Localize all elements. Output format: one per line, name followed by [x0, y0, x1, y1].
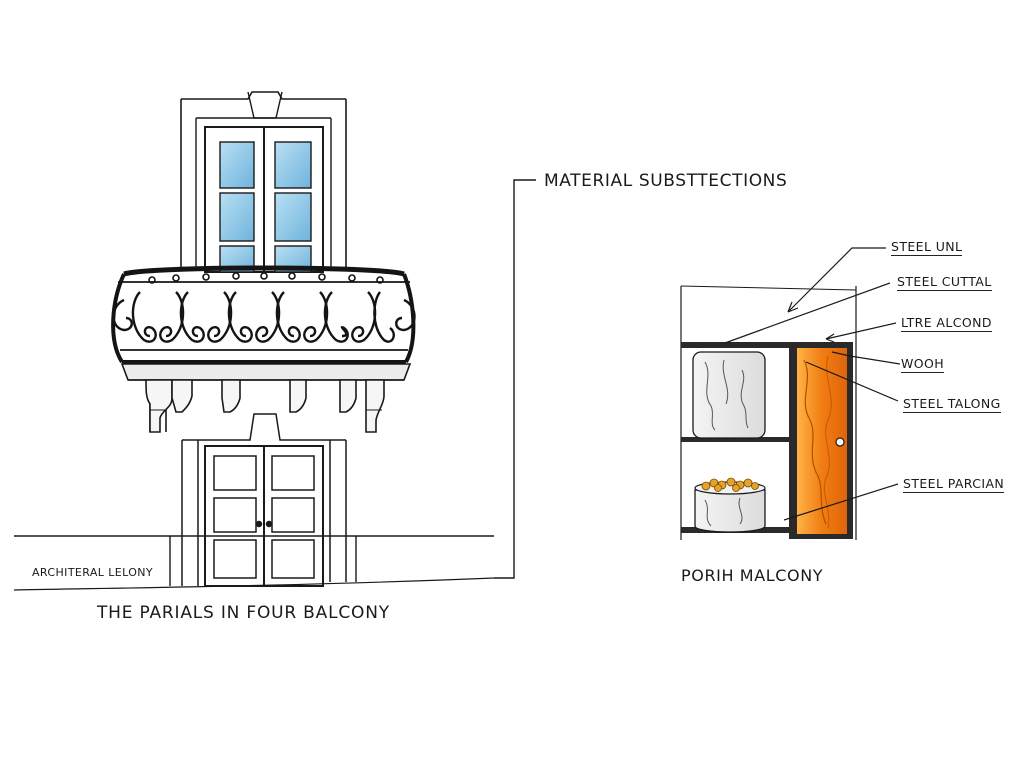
lower-door: [181, 413, 347, 587]
section-detail: [680, 285, 857, 540]
material-title: MATERIAL SUBSTTECTIONS: [544, 171, 788, 191]
elevation-label: ARCHITERAL LELONY: [32, 566, 154, 579]
callout-leaders: [724, 247, 901, 521]
callout-steel-parcian: STEEL PARCIAN: [903, 476, 1005, 493]
callout-ltre-alcond: LTRE ALCOND: [901, 315, 992, 332]
facade-elevation: [13, 91, 495, 591]
callout-steel-unl: STEEL UNL: [891, 239, 963, 256]
material-leader-line: [494, 179, 536, 579]
iron-railing: [111, 265, 416, 364]
callout-wooh: WOOH: [901, 356, 945, 373]
callout-steel-cuttal: STEEL CUTTAL: [897, 274, 992, 291]
upper-window-glass: [219, 141, 312, 273]
callout-steel-talong: STEEL TALONG: [903, 396, 1001, 413]
main-title: THE PARIALS IN FOUR BALCONY: [97, 603, 390, 623]
porch-title: PORIH MALCONY: [681, 566, 824, 585]
balcony-slab: [120, 363, 412, 433]
